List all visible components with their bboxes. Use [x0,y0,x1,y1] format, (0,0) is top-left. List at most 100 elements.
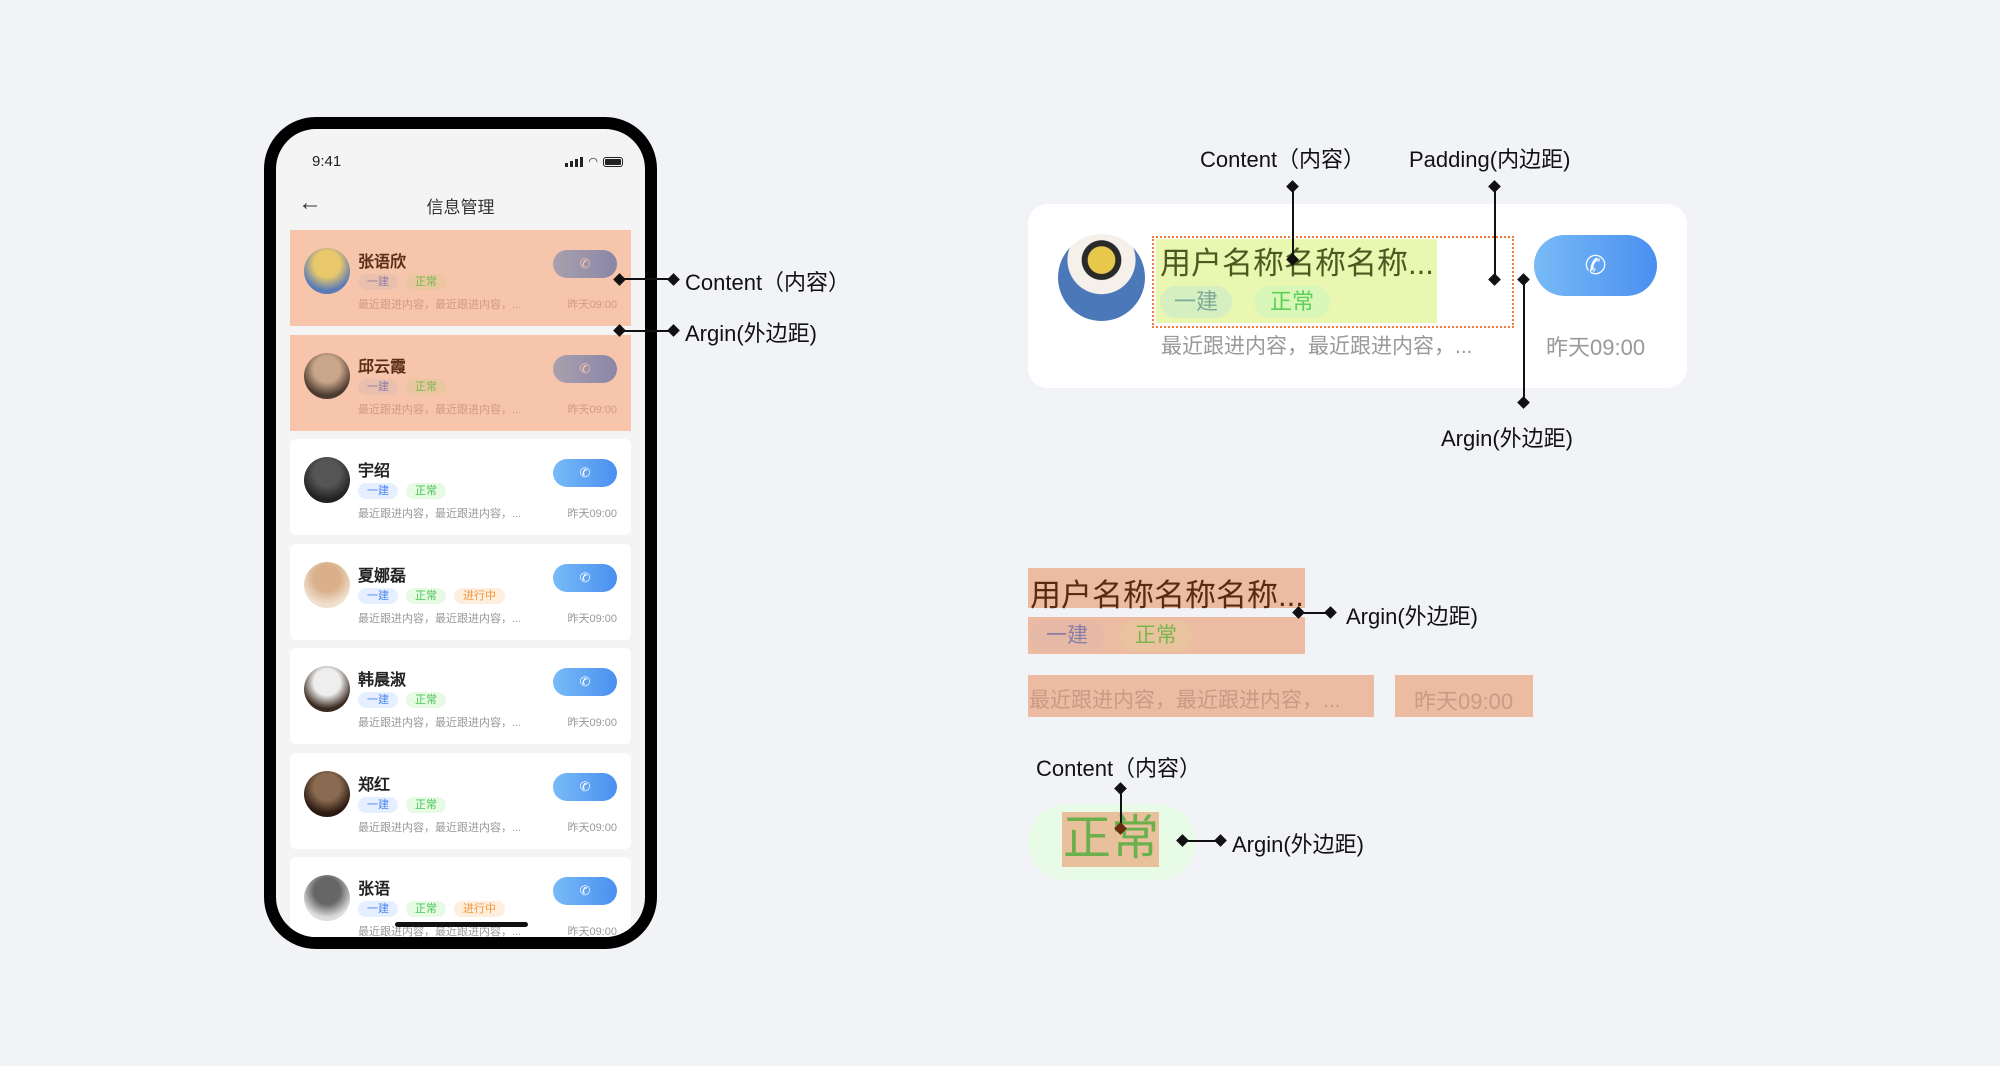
tag-blue: 一建 [358,692,398,708]
annotation-line [1120,788,1122,828]
user-name: 用户名称名称名称... [1160,246,1434,281]
phone-icon: ✆ [579,883,591,898]
wifi-icon: ◠ [588,156,598,168]
avatar [304,875,350,921]
contact-card[interactable]: 夏娜磊 一建正常进行中 最近跟进内容，最近跟进内容，... 昨天09:00 ✆ [290,543,631,640]
tag-green: 正常 [406,483,446,499]
phone-icon: ✆ [579,360,591,376]
desc-margin-box [1028,675,1374,717]
avatar [304,352,350,399]
follow-up-desc: 最近跟进内容，最近跟进内容，... [358,717,522,729]
name-margin-box [1028,568,1305,608]
tag-list: 一建正常 [358,483,446,499]
margin-label: Argin(外边距) [1441,426,1574,451]
padding-box [1152,236,1514,328]
phone-icon: ✆ [579,674,591,689]
tag-blue: 一建 [358,901,398,917]
content-label: Content（内容） [685,270,851,295]
contact-name: 宇绍 [358,463,391,480]
tag-green: 正常 [406,796,446,813]
annotation-line [619,330,673,332]
tag-green: 正常 [406,274,446,290]
time: 昨天09:00 [567,508,617,520]
contact-name: 邱云霞 [358,358,407,376]
call-button[interactable]: ✆ [553,668,617,696]
annotation-line [1523,279,1525,402]
tag-list: 一建正常 [358,692,446,708]
margin-label: Argin(外边距) [685,321,818,346]
tag-green: 正常 [406,692,446,708]
time: 昨天09:00 [567,926,617,938]
time: 昨天09:00 [567,299,617,311]
follow-up-desc: 最近跟进内容，最近跟进内容，... [358,926,522,938]
call-button[interactable]: ✆ [553,772,617,801]
tag-orange: 进行中 [454,587,505,604]
annotation-marker [1488,180,1501,193]
tag-blue: 一建 [358,483,398,499]
avatar [304,561,350,608]
avatar [304,457,350,503]
follow-up-desc: 最近跟进内容，最近跟进内容，... [1161,335,1473,358]
contact-card[interactable]: 张语欣 一建正常 最近跟进内容，最近跟进内容，... 昨天09:00 ✆ [290,230,631,326]
annotation-marker [1214,834,1227,847]
follow-up-desc: 最近跟进内容，最近跟进内容，... [358,299,522,311]
call-button[interactable]: ✆ [553,563,617,592]
phone-icon: ✆ [579,256,591,271]
contact-card[interactable]: 韩晨淑 一建正常 最近跟进内容，最近跟进内容，... 昨天09:00 ✆ [290,648,631,744]
follow-up-desc: 最近跟进内容，最近跟进内容，... [358,403,522,416]
tag-list: 一建正常 [358,274,446,290]
phone-icon: ✆ [1584,250,1607,280]
annotation-line [1182,840,1220,842]
time: 昨天09:00 [1546,335,1646,360]
content-label: Content（内容） [1036,756,1202,781]
avatar [304,770,350,817]
call-button[interactable]: ✆ [553,250,617,278]
contact-name: 张语欣 [358,254,407,271]
follow-up-desc: 最近跟进内容，最近跟进内容，... [1029,689,1341,712]
time: 昨天09:00 [567,612,617,625]
time: 昨天09:00 [567,821,617,834]
contact-name: 夏娜磊 [358,567,407,585]
annotation-line [1292,186,1294,259]
annotation-line [1298,612,1330,614]
tag-list: 一建正常 [358,378,446,395]
annotation-marker [667,324,680,337]
contact-card[interactable]: 张语 一建正常进行中 最近跟进内容，最近跟进内容，... 昨天09:00 ✆ [290,857,631,938]
page-title: 信息管理 [426,198,495,217]
call-button[interactable]: ✆ [1534,235,1657,296]
contact-card[interactable]: 宇绍 一建正常 最近跟进内容，最近跟进内容，... 昨天09:00 ✆ [290,439,631,535]
call-button[interactable]: ✆ [553,354,617,383]
tag-blue: 一建 [358,274,398,290]
back-arrow-icon[interactable]: ← [298,189,322,216]
tag-green: 正常 [406,901,446,917]
contact-card[interactable]: 郑红 一建正常 最近跟进内容，最近跟进内容，... 昨天09:00 ✆ [290,752,631,849]
contact-name: 郑红 [358,776,391,794]
tag-blue: 一建 [358,796,398,813]
follow-up-desc: 最近跟进内容，最近跟进内容，... [358,821,522,834]
avatar [304,248,350,294]
time: 昨天09:00 [567,403,617,416]
tag-blue: 一建 [358,378,398,395]
follow-up-desc: 最近跟进内容，最近跟进内容，... [358,508,522,520]
tag-green: 正常 [406,378,446,395]
tag-list: 一建正常进行中 [358,587,505,604]
annotation-marker [1324,606,1337,619]
annotation-line [1494,186,1496,279]
user-name: 用户名称名称名称... [1030,578,1304,613]
content-label: Content（内容） [1200,147,1366,172]
tag-normal: 正常 [1254,286,1331,318]
battery-icon [603,156,623,167]
contact-card[interactable]: 邱云霞 一建正常 最近跟进内容，最近跟进内容，... 昨天09:00 ✆ [290,334,631,431]
content-box [1062,812,1159,867]
margin-label: Argin(外边距) [1346,604,1479,629]
tag-list: 一建正常进行中 [358,901,505,917]
annotation-line [619,278,673,280]
tag-normal: 正常 [1119,620,1193,652]
annotation-marker [1286,180,1299,193]
tag-list: 一建正常 [358,796,446,813]
call-button[interactable]: ✆ [553,459,617,487]
call-button[interactable]: ✆ [553,877,617,905]
tag-orange: 进行中 [454,901,505,917]
tag-green: 正常 [406,587,446,604]
signal-icon [565,156,584,167]
